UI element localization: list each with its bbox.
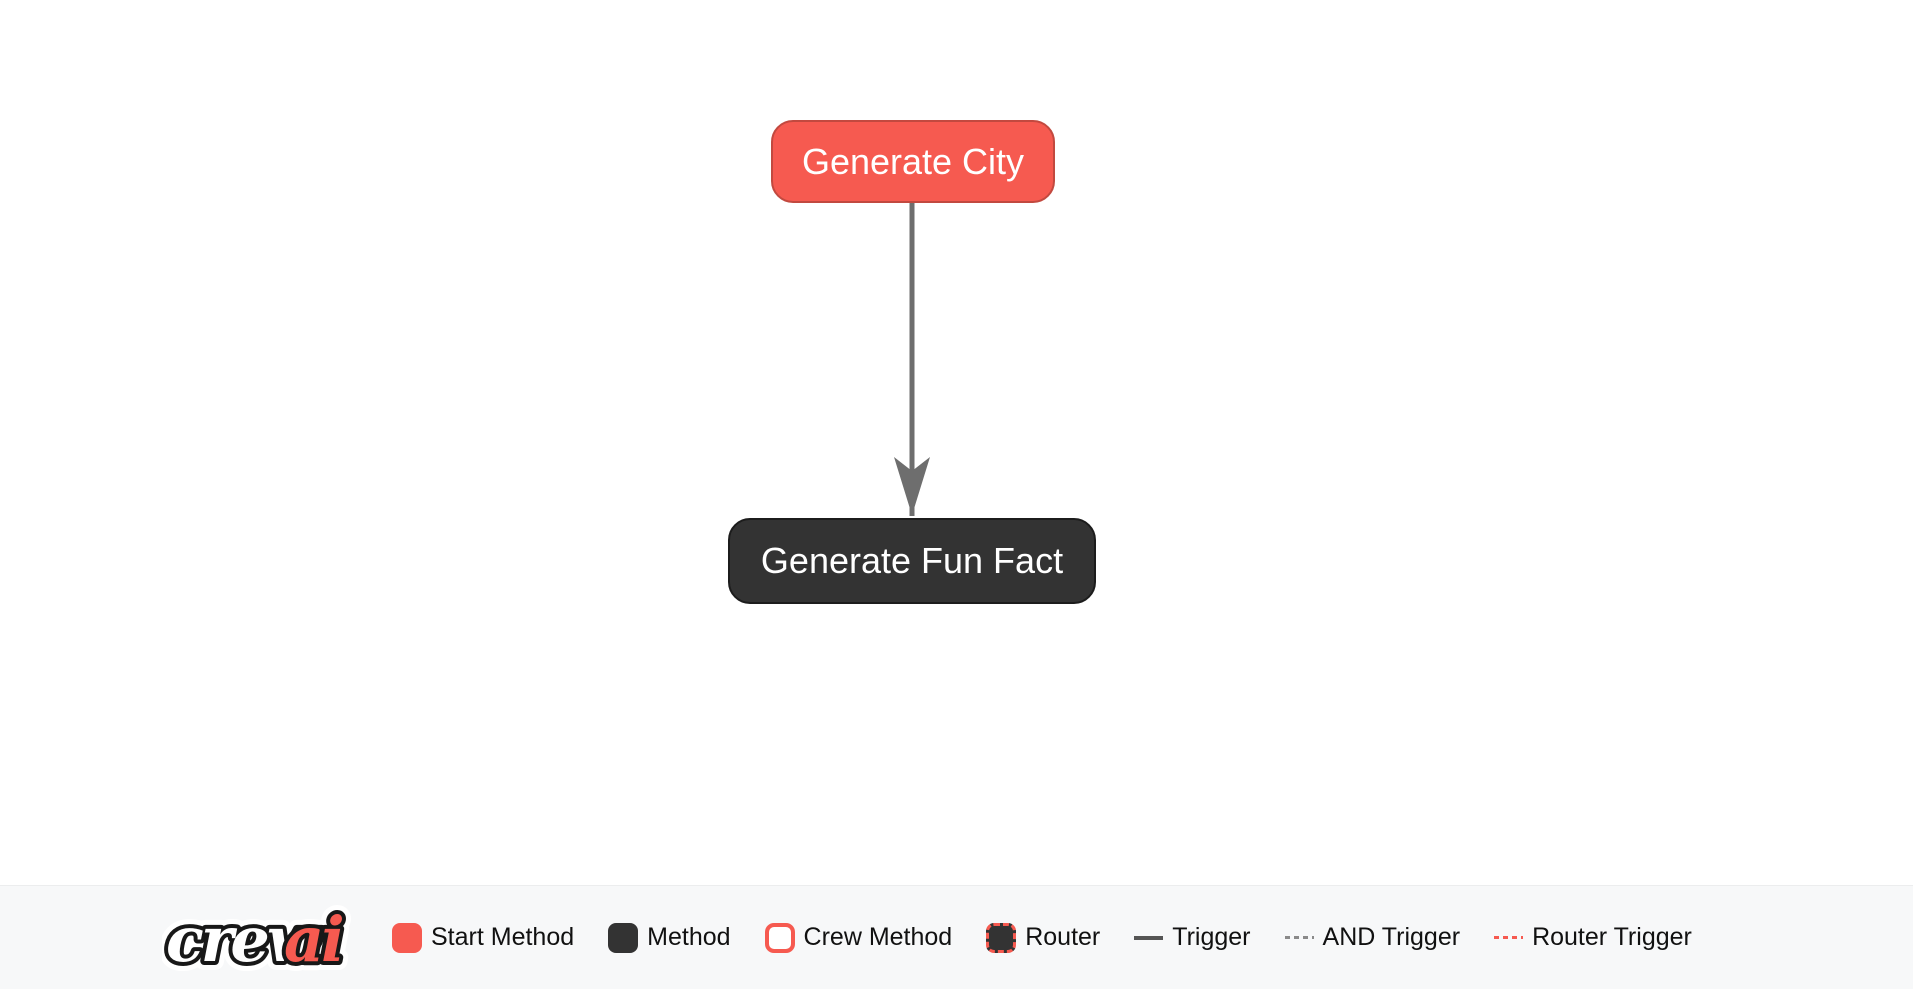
legend-footer: crew ai crew ai Start Method Method Crew… — [0, 885, 1913, 989]
legend-label: AND Trigger — [1322, 923, 1461, 951]
and-trigger-line-icon — [1284, 936, 1314, 939]
trigger-edge-arrowhead — [894, 457, 930, 512]
flow-node-generate-city[interactable]: Generate City — [771, 120, 1055, 203]
legend-label: Trigger — [1172, 923, 1251, 951]
legend-label: Method — [647, 923, 731, 951]
flow-node-label: Generate Fun Fact — [760, 540, 1064, 581]
crew-method-swatch-icon — [764, 922, 795, 953]
legend-label: Crew Method — [803, 923, 953, 951]
legend-item-start-method: Start Method — [392, 922, 575, 953]
flow-canvas[interactable]: Generate City Generate Fun Fact — [0, 0, 1913, 885]
crewai-logo: crew ai crew ai — [162, 899, 354, 983]
logo-word-ai: ai — [284, 903, 342, 976]
legend-item-router-trigger: Router Trigger — [1494, 923, 1692, 952]
flow-node-label: Generate City — [801, 140, 1025, 182]
router-swatch-icon — [986, 922, 1017, 953]
legend-label: Router Trigger — [1532, 923, 1692, 951]
legend-item-method: Method — [608, 922, 731, 953]
logo-word-crew: crew — [166, 903, 323, 976]
start-method-swatch-icon — [392, 922, 422, 953]
svg-text:crew: crew — [166, 903, 323, 976]
legend-item-and-trigger: AND Trigger — [1284, 923, 1461, 952]
legend-item-trigger: Trigger — [1134, 923, 1251, 952]
router-trigger-line-icon — [1494, 936, 1524, 939]
legend-label: Router — [1025, 923, 1101, 951]
legend-item-router: Router — [986, 922, 1101, 953]
svg-text:ai: ai — [284, 903, 342, 976]
trigger-line-icon — [1134, 935, 1164, 940]
legend-item-crew-method: Crew Method — [764, 922, 953, 953]
flow-node-generate-fun-fact[interactable]: Generate Fun Fact — [728, 518, 1096, 604]
method-swatch-icon — [608, 922, 639, 953]
legend-label: Start Method — [431, 923, 575, 951]
